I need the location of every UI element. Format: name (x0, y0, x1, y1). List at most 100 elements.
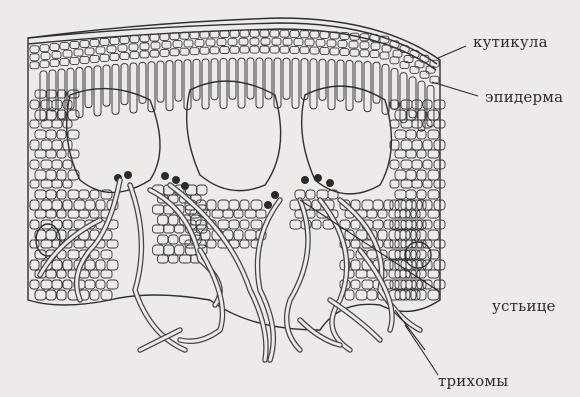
palisade-cell (193, 59, 200, 100)
plant-cell (90, 270, 99, 278)
plant-cell (349, 41, 358, 48)
plant-cell (240, 220, 249, 229)
plant-cell (250, 46, 259, 53)
plant-cell (367, 210, 377, 218)
plant-cell (240, 240, 249, 248)
plant-cell (85, 200, 95, 210)
plant-cell (417, 230, 426, 240)
plant-cell (423, 180, 432, 188)
plant-cell (158, 235, 169, 244)
plant-cell (30, 200, 39, 210)
plant-cell (240, 30, 249, 37)
plant-cell (390, 280, 399, 289)
plant-cell (63, 280, 72, 289)
plant-cell (412, 160, 422, 169)
plant-cell (423, 260, 432, 270)
plant-cell (120, 53, 129, 60)
plant-cell (30, 180, 39, 188)
plant-cell (371, 43, 380, 50)
plant-cell (63, 120, 72, 128)
plant-cell (52, 200, 62, 210)
plant-cell (57, 150, 66, 158)
plant-cell (57, 170, 66, 180)
plant-cell (60, 43, 69, 50)
plant-cell (52, 200, 62, 210)
plant-cell (395, 280, 406, 289)
plant-cell (118, 45, 127, 52)
plant-cell (240, 200, 249, 210)
plant-cell (384, 220, 393, 229)
plant-cell (373, 220, 383, 229)
plant-cell (57, 130, 66, 139)
plant-cell (417, 190, 426, 199)
plant-cell (158, 215, 169, 225)
plant-cell (251, 220, 262, 229)
plant-cell (30, 120, 39, 128)
plant-cell (107, 260, 118, 270)
plant-cell (110, 37, 119, 44)
plant-cell (80, 40, 89, 47)
plant-cell (129, 44, 138, 51)
plant-cell (68, 190, 79, 199)
plant-cell (63, 200, 72, 210)
plant-cell (96, 260, 105, 270)
plant-cell (197, 185, 208, 195)
plant-cell (52, 260, 62, 270)
plant-cell (380, 52, 389, 59)
plant-cell (52, 180, 62, 188)
plant-cell (35, 150, 46, 158)
plant-cell (395, 190, 406, 199)
plant-cell (52, 260, 62, 270)
plant-cell (207, 200, 216, 210)
plant-cell (406, 200, 416, 210)
plant-cell (41, 140, 52, 150)
plant-cell (270, 30, 279, 37)
plant-cell (35, 290, 46, 300)
plant-cell (90, 210, 99, 218)
plant-cell (68, 210, 79, 218)
palisade-cell (166, 61, 173, 111)
plant-cell (310, 47, 319, 54)
plant-cell (57, 210, 66, 218)
plant-cell (423, 220, 432, 229)
plant-cell (417, 150, 426, 158)
palisade-cell (103, 65, 110, 106)
plant-cell (362, 200, 373, 210)
plant-cell (417, 290, 426, 300)
plant-cell (290, 220, 301, 229)
plant-cell (30, 220, 39, 229)
plant-cell (153, 245, 165, 255)
plant-cell (101, 290, 112, 300)
plant-cell (85, 260, 95, 270)
palisade-cell (256, 58, 263, 108)
palisade-cell (310, 59, 317, 109)
plant-cell (220, 47, 229, 54)
plant-cell (428, 150, 439, 158)
plant-cell (46, 290, 56, 300)
plant-cell (35, 210, 46, 218)
plant-cell (201, 230, 210, 240)
plant-cell (68, 250, 79, 259)
plant-cell (250, 30, 259, 37)
plant-cell (280, 46, 289, 53)
plant-cell (220, 31, 229, 38)
plant-cell (57, 290, 66, 300)
plant-cell (100, 54, 109, 61)
plant-cell (395, 170, 406, 180)
plant-cell (160, 49, 169, 56)
plant-cell (370, 51, 379, 58)
plant-cell (63, 260, 72, 270)
palisade-cell (220, 58, 227, 108)
plant-cell (85, 48, 94, 55)
plant-cell (228, 38, 237, 45)
plant-cell (57, 190, 66, 199)
plant-cell (74, 240, 85, 248)
plant-cell (390, 240, 399, 248)
plant-cell (290, 30, 299, 37)
plant-cell (412, 180, 422, 188)
plant-cell (35, 170, 46, 180)
plant-cell (46, 190, 56, 199)
plant-cell (390, 57, 399, 64)
plant-cell (180, 255, 192, 263)
palisade-cell (283, 58, 290, 99)
